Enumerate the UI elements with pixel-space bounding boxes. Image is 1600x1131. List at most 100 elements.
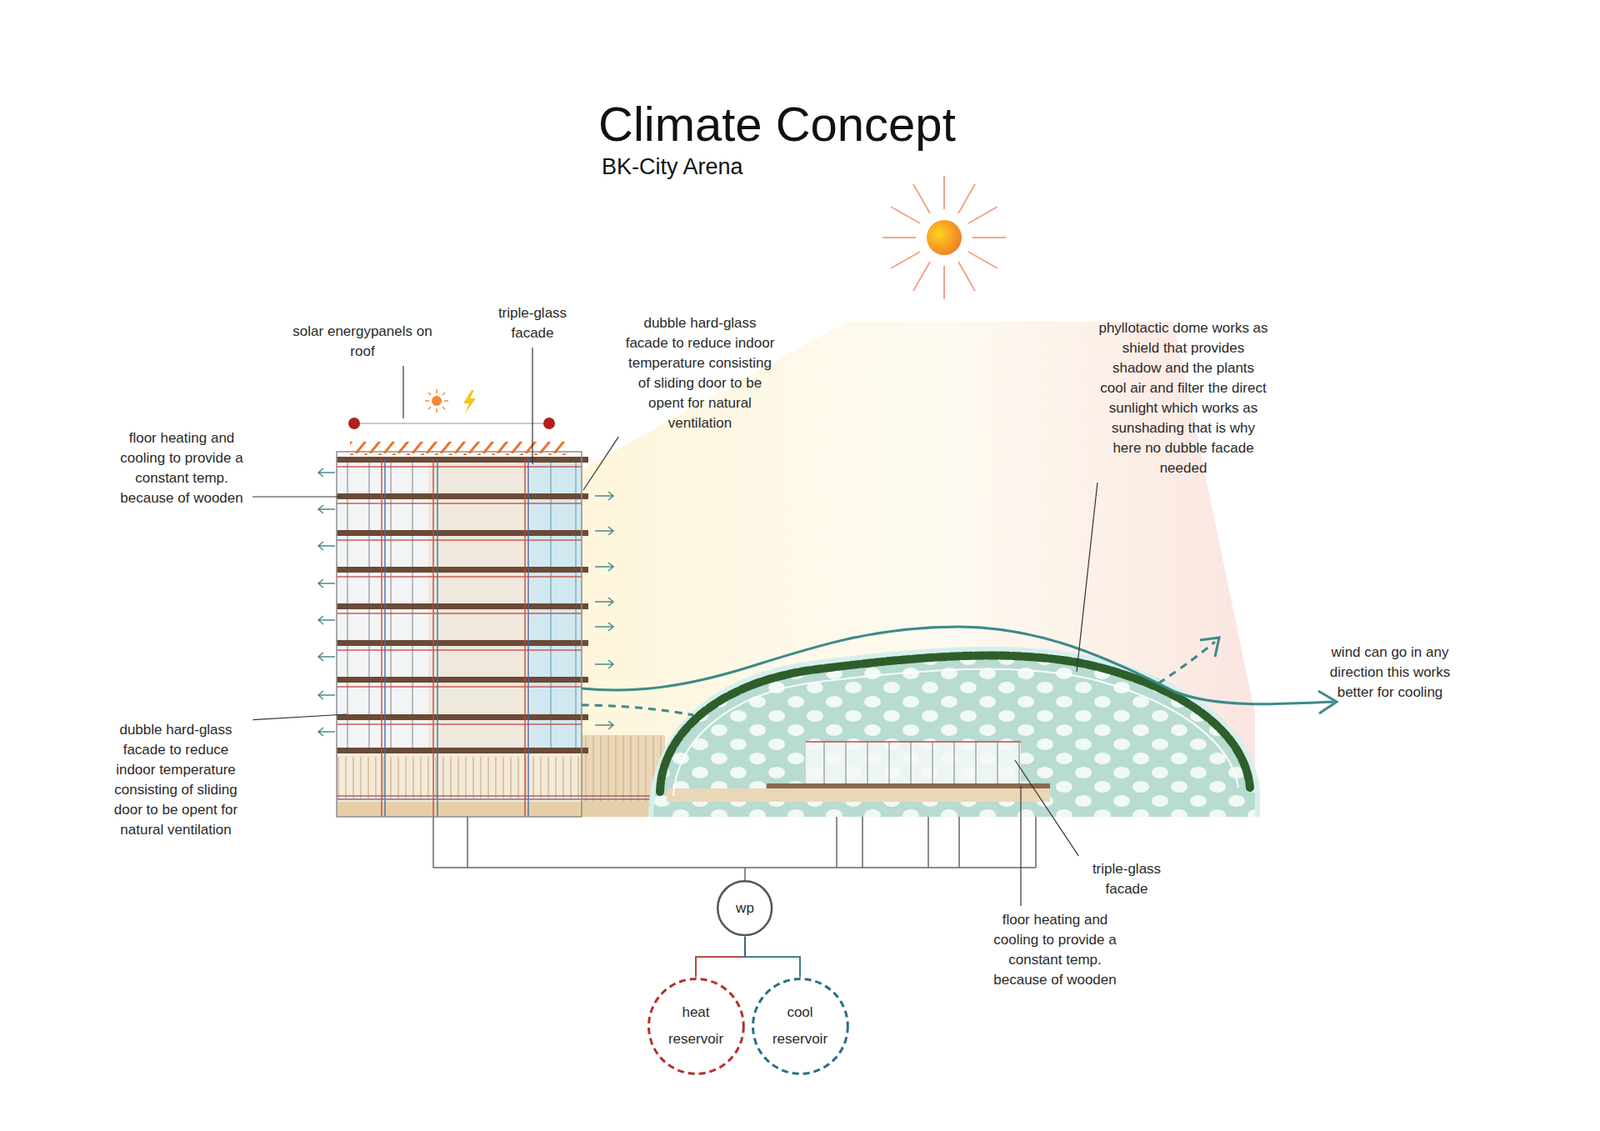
building-section-part-part (336, 640, 589, 646)
wind-note: wind can go in any direction this works … (1327, 642, 1453, 703)
callout-text: floor heating and cooling to provide a c… (988, 910, 1122, 990)
building-section-part-part (336, 493, 589, 500)
connector (695, 936, 745, 978)
node-label: cool reservoir (763, 999, 837, 1053)
roof-solar-panels-part (348, 417, 360, 430)
leader-line (583, 436, 619, 490)
building-section-part-part (336, 747, 589, 754)
sun-icon-part (958, 184, 975, 214)
roof-solar-panels-part (431, 395, 442, 406)
node-label: heat reservoir (659, 999, 733, 1053)
building-section-part-part (524, 459, 526, 817)
building-section-part-part (432, 459, 435, 817)
roof-solar-panels-part-part (444, 400, 449, 402)
roof-solar-panels-part (543, 417, 555, 430)
building-section-part-part (336, 603, 589, 610)
roof-solar-panels-part (354, 422, 550, 425)
pipe-lines-part (958, 816, 960, 868)
connector-line (695, 936, 745, 978)
leader-line (1020, 785, 1021, 906)
building-section-part-part (336, 539, 582, 541)
roof-solar-panels-part-part (435, 389, 438, 394)
circle-outline (751, 977, 850, 1075)
building-section-part-part (336, 566, 589, 573)
building-section-part (336, 756, 582, 799)
building-section-part-part (436, 459, 439, 817)
callout-text: dubble hard-glass facade to reduce indoo… (620, 313, 780, 434)
connector-line (745, 936, 800, 978)
pipe-lines-part (835, 816, 838, 868)
building-section-part-part (336, 676, 589, 683)
phyllotactic-dome-part (805, 741, 1021, 784)
wind-flow-part (1318, 690, 1337, 714)
building-section-part-part (336, 530, 589, 536)
sun-icon-part (890, 206, 920, 224)
ventilation-arrows-part (595, 526, 614, 535)
ventilation-arrows-part (318, 505, 335, 514)
ventilation-arrows-part (318, 690, 335, 700)
phyllotactic-dome (648, 646, 1260, 817)
building-section-part-part (336, 465, 582, 468)
wind-flow-part (581, 626, 1334, 705)
building-section (336, 451, 1255, 817)
phyllotactic-dome-part (660, 655, 1250, 792)
ventilation-arrows-part (318, 615, 335, 625)
pipe-lines-part (927, 816, 930, 868)
leader-line (1076, 482, 1098, 672)
ventilation-arrows-part (318, 468, 335, 477)
callout-text: solar energypanels on roof (290, 321, 436, 362)
node-text-box: wp (724, 895, 766, 922)
callout-text: phyllotactic dome works as shield that p… (1098, 318, 1270, 479)
building-section-part-part (336, 714, 589, 720)
phyllotactic-dome-part (766, 783, 1050, 789)
phyllotactic-dome-part (653, 653, 1255, 817)
building-section-part-part (336, 649, 582, 651)
pipe-lines-part (432, 816, 435, 868)
phyllotactic-dome-part (673, 669, 1239, 796)
subtitle: BK-City Arena (601, 153, 744, 180)
sun-icon-part (968, 206, 998, 224)
circle-shape (648, 978, 744, 1074)
callout-text: triple-glass facade (1080, 859, 1173, 900)
building-section-part-part (380, 459, 383, 817)
roof-solar-panels-part-part (428, 392, 431, 395)
leader-line (252, 495, 342, 497)
leader-line (252, 714, 347, 720)
roof-solar-panels-part (350, 441, 569, 455)
ventilation-arrows-part (318, 652, 335, 661)
building-section-part (336, 451, 582, 817)
pipe-lines-part (466, 816, 469, 868)
phyllotactic-dome-part (805, 741, 1021, 784)
pipe-lines-part (1035, 816, 1037, 868)
roof-solar-panels-part-part (425, 400, 430, 402)
cool-reservoir-circle: cool reservoir (751, 977, 850, 1075)
building-section-part-part (384, 459, 386, 817)
heat-reservoir-circle: heat reservoir (647, 977, 745, 1075)
phyllotactic-dome-part (666, 788, 1050, 802)
node-text-box: cool reservoir (763, 999, 837, 1053)
ventilation-arrows-part (318, 541, 335, 550)
phyllotactic-dome-part (805, 740, 1021, 743)
sun-icon-part (972, 236, 1006, 239)
circle-shape (718, 881, 773, 936)
roof-solar-panels-part-part (442, 406, 445, 410)
wind-flow-part (1200, 637, 1220, 657)
ventilation-arrows-part (595, 720, 614, 730)
wind-flow-part (581, 705, 694, 715)
roof-solar-panels-part-part (435, 408, 438, 413)
sun-icon-part (926, 220, 962, 255)
ventilation-arrows-part (318, 579, 335, 588)
sun-icon (882, 175, 1006, 300)
circle-shape (752, 978, 848, 1074)
sun-icon-part (882, 236, 916, 239)
leader-line (402, 365, 404, 419)
wind-flow (581, 626, 1337, 715)
callout-text: dubble hard-glass facade to reduce indoo… (103, 720, 250, 840)
sun-icon-part (958, 261, 975, 291)
pipe-lines (433, 816, 1036, 884)
sun-icon-part (943, 175, 945, 210)
roof-solar-panels-part-part (428, 406, 431, 410)
node-text-box: heat reservoir (659, 999, 733, 1053)
